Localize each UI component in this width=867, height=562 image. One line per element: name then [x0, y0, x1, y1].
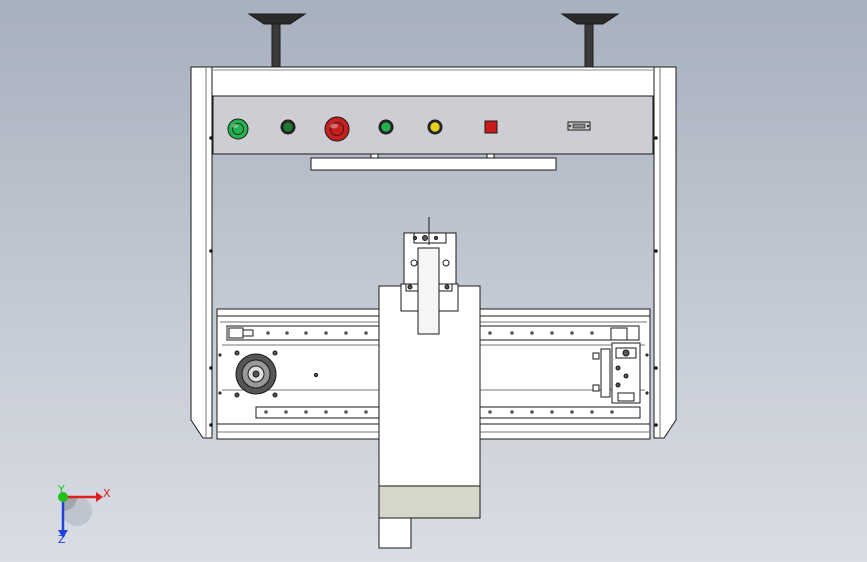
right-handle	[560, 13, 620, 68]
rail-screw	[510, 331, 514, 335]
rail-screw	[285, 331, 289, 335]
rail-screw	[570, 410, 574, 414]
rail-screws	[218, 331, 649, 414]
rail-screw	[324, 331, 328, 335]
spindle-holder	[400, 217, 459, 335]
rail-screw	[550, 410, 554, 414]
rail-screw	[530, 331, 534, 335]
rail-screw	[364, 410, 368, 414]
rail-screw	[530, 410, 534, 414]
dark-green-indicator	[280, 119, 296, 135]
drive-pulley	[234, 350, 319, 398]
rail-screw	[550, 331, 554, 335]
rail-screw	[264, 410, 268, 414]
rail-screw	[590, 331, 594, 335]
rail-screw	[488, 410, 492, 414]
rail-screw	[510, 410, 514, 414]
rail-screw	[364, 331, 368, 335]
coordinate-triad: X Y Z	[57, 483, 111, 546]
left-handle	[247, 13, 307, 68]
rail-screw	[645, 353, 649, 357]
rail-screw	[344, 410, 348, 414]
rail-screw	[488, 331, 492, 335]
x-axis-label: X	[103, 487, 111, 500]
panel-lower-bar	[310, 157, 557, 171]
rail-screw	[284, 410, 288, 414]
rail-screw	[266, 331, 270, 335]
rail-screw	[645, 391, 649, 395]
rail-screw	[590, 410, 594, 414]
red-mushroom-button	[324, 116, 350, 142]
z-axis-label: Z	[58, 533, 66, 546]
green-indicator	[378, 119, 394, 135]
red-square-button	[484, 120, 498, 134]
post-screws	[209, 136, 658, 427]
rail-screw	[610, 410, 614, 414]
frame-right-post	[653, 66, 677, 439]
connector-port	[567, 121, 591, 131]
green-mushroom-button	[227, 118, 249, 140]
rail-screw	[218, 353, 222, 357]
tensioner-block	[592, 327, 641, 404]
y-axis-label: Y	[57, 483, 65, 496]
top-crossbar	[211, 66, 655, 97]
frame-left-post	[190, 66, 213, 439]
rail-screw	[218, 391, 222, 395]
rail-screw	[304, 410, 308, 414]
rail-screw	[304, 331, 308, 335]
rail-screw	[570, 331, 574, 335]
rail-screw	[324, 410, 328, 414]
yellow-indicator	[427, 119, 443, 135]
rail-screw	[344, 331, 348, 335]
left-bracket	[228, 327, 254, 339]
